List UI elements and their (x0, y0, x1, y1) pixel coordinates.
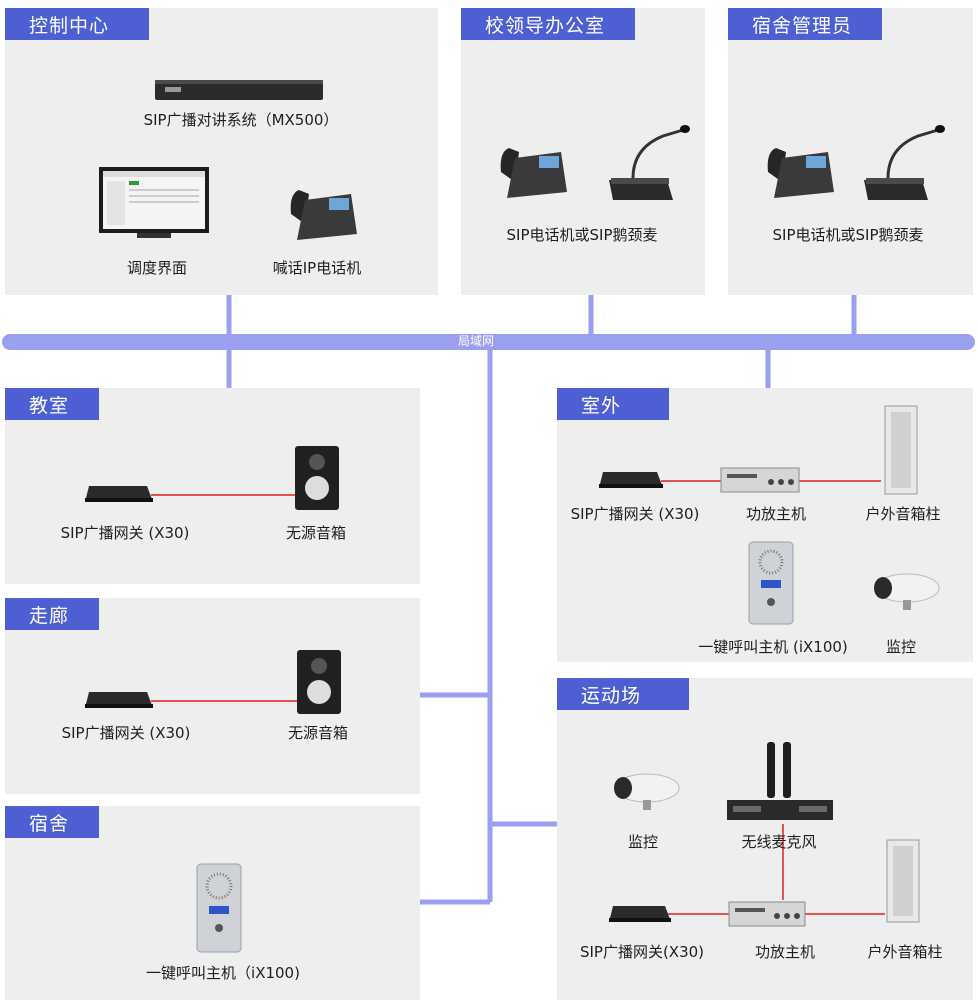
intercom-label: 一键呼叫主机（iX100) (146, 964, 300, 982)
panel-title: 走廊 (5, 598, 99, 630)
panel-stadium: 运动场 监控 无线麦克风 SIP广播网关(X30) 功放主机 户外音箱柱 (557, 678, 973, 1000)
wire-gateway-speaker (151, 494, 295, 496)
camera-label: 监控 (885, 638, 917, 656)
lan-bus (2, 334, 975, 350)
gateway-icon (599, 472, 663, 488)
speaker-label: 无源音箱 (285, 524, 347, 542)
column-speaker-icon (884, 405, 918, 495)
gateway-label: SIP广播网关 (X30) (61, 724, 191, 742)
amplifier-icon (728, 901, 806, 927)
panel-title: 运动场 (557, 678, 689, 710)
camera-icon (874, 573, 940, 610)
camera-label: 监控 (627, 833, 659, 851)
panel-title: 宿舍 (5, 806, 99, 838)
column-label: 户外音箱柱 (867, 943, 943, 961)
panel-principal-office: 校领导办公室 SIP电话机或SIP鹅颈麦 (461, 8, 705, 295)
amplifier-label: 功放主机 (745, 505, 807, 523)
wire-outdoor-chain (661, 480, 881, 482)
gateway-icon (85, 692, 153, 708)
speaker-label: 无源音箱 (287, 724, 349, 742)
panel-classroom: 教室 SIP广播网关 (X30) 无源音箱 (5, 388, 420, 584)
monitor-icon (99, 167, 209, 238)
console-label: 调度界面 (126, 259, 188, 277)
server-label: SIP广播对讲系统（MX500） (143, 111, 339, 129)
call-intercom-icon (748, 541, 794, 625)
gateway-icon (609, 906, 671, 922)
panel-title: 校领导办公室 (461, 8, 635, 40)
gooseneck-mic-icon (864, 125, 945, 200)
panel-outdoor: 室外 SIP广播网关 (X30) 功放主机 户外音箱柱 一键呼叫主机 (iX10… (557, 388, 973, 662)
wire-gateway-speaker (151, 700, 299, 702)
amplifier-icon (720, 467, 800, 493)
ip-phone-icon (500, 148, 567, 198)
wireless-mic-icon (727, 742, 833, 820)
wire-stadium-chain (667, 824, 885, 915)
mic-label: 无线麦克风 (741, 833, 817, 851)
panel-title: 室外 (557, 388, 669, 420)
gateway-icon (85, 486, 153, 502)
panel-dorm-admin: 宿舍管理员 SIP电话机或SIP鹅颈麦 (728, 8, 973, 295)
call-intercom-icon (196, 863, 242, 953)
speaker-icon (297, 650, 341, 714)
panel-title: 控制中心 (5, 8, 149, 40)
rack-server-icon (155, 80, 323, 100)
speaker-icon (295, 446, 339, 510)
ip-phone-icon (290, 190, 357, 240)
intercom-label: 一键呼叫主机 (iX100) (698, 638, 848, 656)
device-label: SIP电话机或SIP鹅颈麦 (506, 226, 658, 244)
panel-corridor: 走廊 SIP广播网关 (X30) 无源音箱 (5, 598, 420, 794)
gateway-label: SIP广播网关(X30) (579, 943, 705, 961)
ip-phone-icon (767, 148, 834, 198)
camera-icon (614, 773, 680, 810)
amplifier-label: 功放主机 (754, 943, 816, 961)
panel-title: 宿舍管理员 (728, 8, 882, 40)
column-label: 户外音箱柱 (865, 505, 941, 523)
gateway-label: SIP广播网关 (X30) (60, 524, 190, 542)
device-label: SIP电话机或SIP鹅颈麦 (772, 226, 924, 244)
gateway-label: SIP广播网关 (X30) (570, 505, 700, 523)
lan-label: 局域网 (458, 334, 495, 348)
panel-dormitory: 宿舍 一键呼叫主机（iX100) (5, 806, 420, 1000)
gooseneck-mic-icon (609, 125, 690, 200)
panel-title: 教室 (5, 388, 99, 420)
panel-control-center: 控制中心 SIP广播对讲系统（MX500） 调度界面 喊话IP电话机 (5, 8, 438, 295)
column-speaker-icon (886, 839, 920, 923)
phone-label: 喊话IP电话机 (272, 259, 362, 277)
